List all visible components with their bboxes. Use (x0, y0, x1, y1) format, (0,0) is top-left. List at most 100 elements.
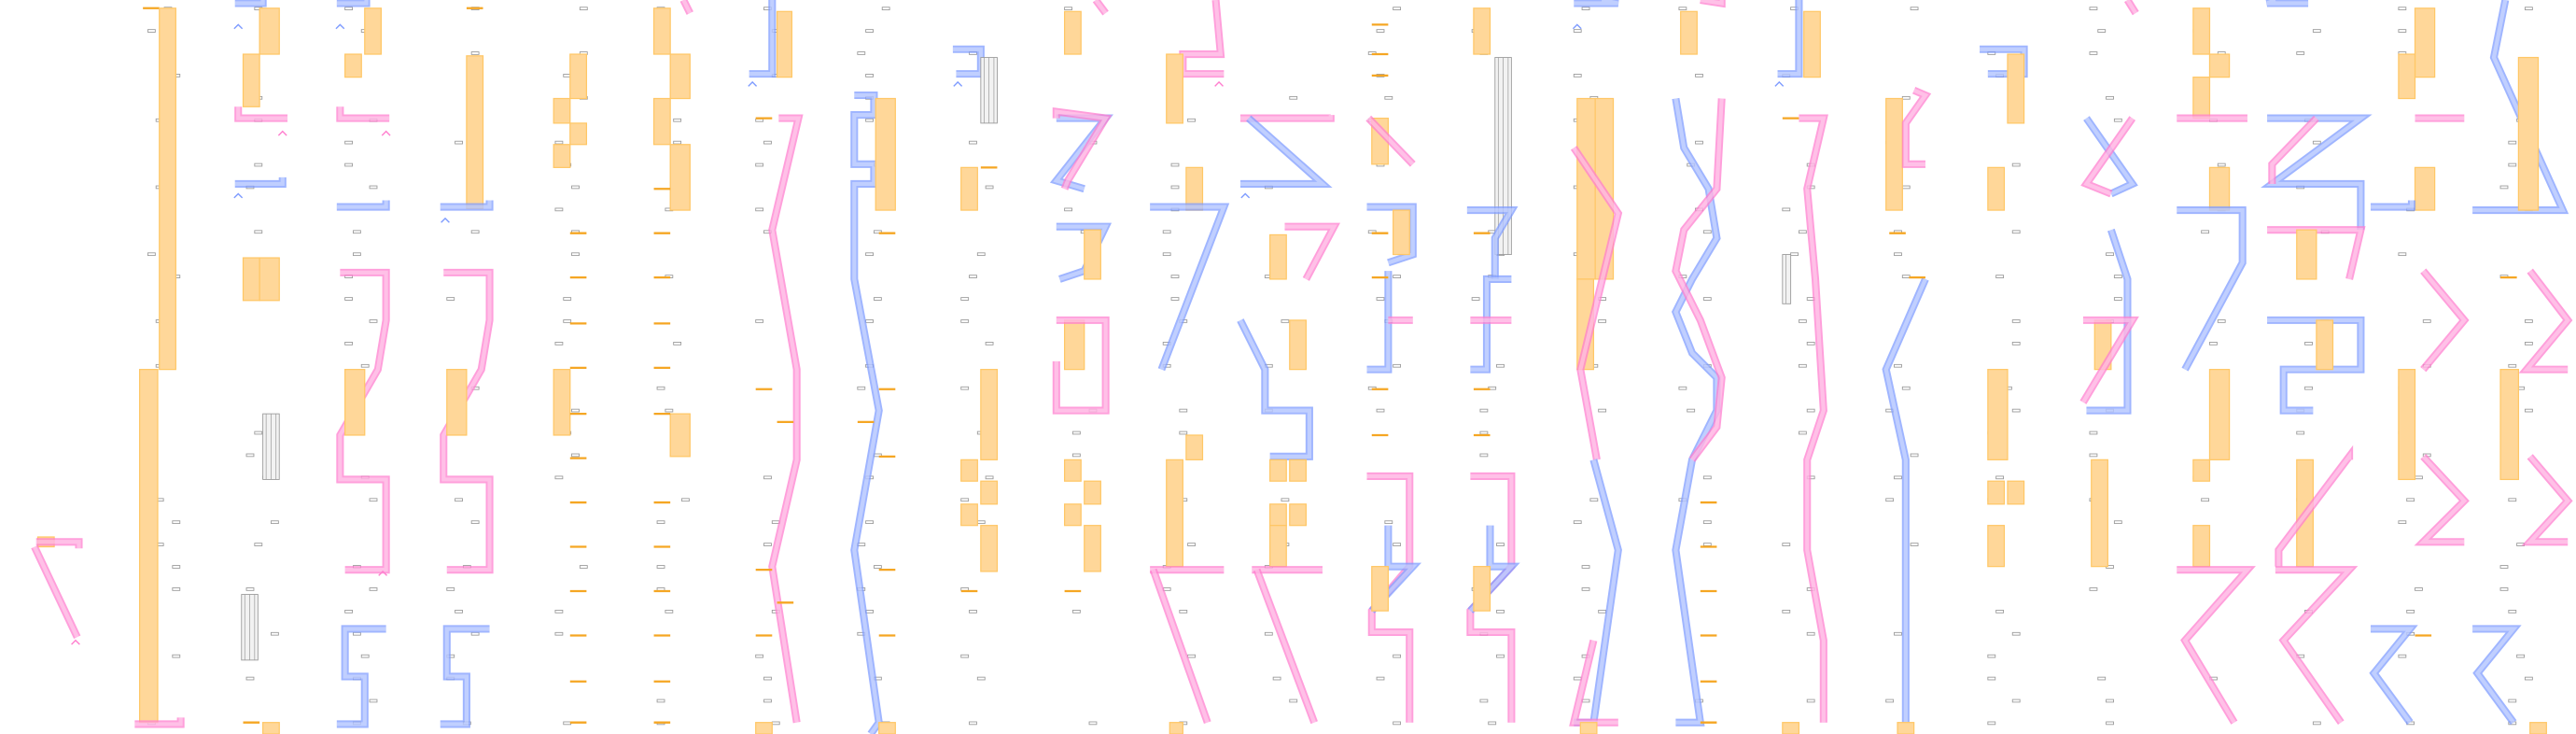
block (1473, 566, 1491, 612)
tick-marker (254, 230, 263, 234)
tick-marker (1910, 7, 1919, 10)
block (553, 144, 571, 168)
block (2208, 369, 2231, 460)
tick-marker (1071, 431, 1081, 435)
pink-path (31, 544, 81, 639)
pink-path (2268, 115, 2319, 184)
tick-marker (2524, 7, 2533, 10)
block (960, 459, 978, 482)
striped-block (1782, 254, 1792, 304)
tick-marker (344, 342, 354, 346)
blue-path-inner (2084, 117, 2135, 196)
tick-marker (1376, 297, 1385, 301)
tick-marker (2406, 498, 2415, 502)
block (960, 166, 978, 211)
tick-marker (1479, 408, 1489, 413)
pink-path (1700, 0, 1726, 8)
blue-path (1239, 115, 1333, 188)
blue-path (2472, 625, 2522, 726)
tick-marker (1581, 565, 1590, 569)
tick-marker (1885, 699, 1895, 703)
block (1084, 480, 1101, 505)
tick-marker (1393, 721, 1402, 726)
tick-marker (369, 498, 378, 502)
blue-path-inner (1370, 525, 1418, 613)
tick-marker (960, 319, 970, 323)
tick-marker (554, 342, 564, 346)
blue-path-inner (336, 0, 369, 6)
tick-marker (865, 29, 874, 33)
tick-marker (1088, 721, 1098, 726)
tick-marker (344, 140, 354, 145)
tick-marker (353, 230, 361, 234)
tick-marker (1894, 631, 1902, 636)
tick-marker (554, 207, 564, 212)
tick-marker (1589, 498, 1599, 502)
blue-path-inner (1883, 278, 1927, 723)
block (2414, 7, 2436, 78)
block (1269, 459, 1287, 482)
tick-marker (1488, 721, 1497, 726)
block (2007, 480, 2025, 505)
tick-marker (1782, 543, 1791, 546)
tick-marker (1598, 609, 1607, 614)
tick-marker (254, 543, 263, 546)
tick-marker (1598, 408, 1607, 413)
blue-path (440, 625, 490, 728)
tick-marker (2508, 140, 2517, 145)
tick-marker (1170, 185, 1180, 190)
tick-marker (1901, 386, 1911, 390)
tick-marker (1376, 29, 1385, 33)
block (669, 413, 691, 458)
block (2517, 56, 2540, 211)
tick-marker (1702, 475, 1712, 480)
block (1782, 722, 1800, 734)
pink-path-inner (2525, 455, 2571, 544)
tick-marker (172, 565, 181, 569)
tick-marker (1071, 453, 1081, 458)
tick-marker (1798, 230, 1807, 234)
blue-path-inner (1468, 525, 1517, 613)
tick-marker (1678, 7, 1687, 10)
blue-path (336, 0, 371, 7)
tick-marker (254, 162, 263, 167)
tick-marker (2011, 631, 2021, 636)
block (1166, 459, 1183, 568)
block (259, 7, 280, 55)
block (262, 722, 280, 734)
blue-path (850, 91, 883, 734)
block (669, 53, 691, 100)
tick-marker (1071, 609, 1081, 614)
tick-marker (1187, 118, 1196, 122)
blue-path (336, 200, 390, 211)
pink-path-inner (1181, 0, 1225, 77)
tick-marker (455, 140, 463, 145)
pink-path-inner (134, 717, 183, 727)
blue-path-inner (2472, 627, 2518, 724)
tick-marker (245, 587, 255, 591)
block (2499, 369, 2520, 481)
tick-marker (1393, 7, 1402, 10)
tick-marker (1393, 654, 1402, 658)
caret-icon (953, 80, 963, 87)
block (980, 525, 999, 572)
pink-path (2518, 268, 2573, 374)
tick-marker (1281, 498, 1290, 502)
block (1579, 722, 1598, 734)
tick-marker (1393, 275, 1402, 278)
pink-path-inner (1151, 569, 1210, 724)
tick-marker (369, 699, 378, 703)
tick-marker (1170, 275, 1180, 278)
block (1885, 97, 1903, 211)
caret-icon (335, 23, 345, 30)
tick-marker (147, 252, 156, 257)
tick-marker (344, 7, 354, 10)
tick-marker (976, 252, 986, 257)
tick-marker (1782, 207, 1791, 212)
tick-marker (1573, 520, 1582, 525)
tick-marker (2011, 408, 2021, 413)
blue-path (2177, 206, 2247, 372)
tick-marker (579, 7, 588, 10)
pink-path-inner (35, 540, 81, 549)
tick-marker (771, 721, 780, 726)
